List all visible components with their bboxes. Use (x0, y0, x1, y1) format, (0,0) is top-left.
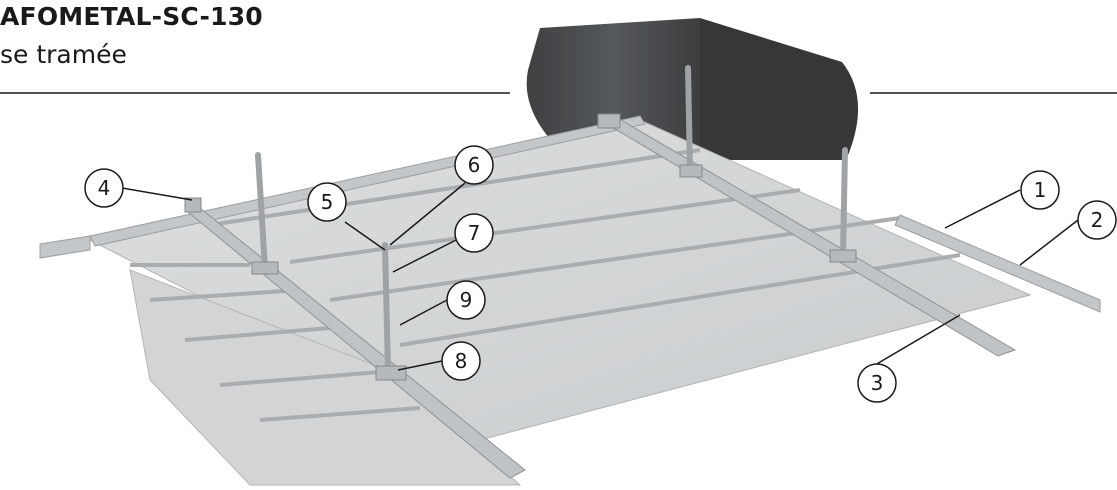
callout-label: 9 (460, 288, 473, 312)
callout-circle (454, 213, 494, 253)
concrete-wall (526, 18, 700, 160)
callout-4: 4 (84, 168, 124, 208)
callout-2: 2 (1077, 200, 1117, 240)
callout-label: 6 (468, 153, 481, 177)
callout-label: 3 (871, 371, 884, 395)
callout-label: 5 (321, 190, 334, 214)
callout-circle (441, 341, 481, 381)
callout-label: 7 (468, 221, 481, 245)
callout-3: 3 (857, 363, 897, 403)
callout-label: 1 (1034, 178, 1047, 202)
callout-1: 1 (1020, 170, 1060, 210)
callout-circle (84, 168, 124, 208)
callout-6: 6 (454, 145, 494, 185)
page-title: AFOMETAL-SC-130 (0, 2, 263, 31)
page-subtitle: se tramée (0, 40, 127, 69)
callout-label: 2 (1091, 208, 1104, 232)
callout-label: 8 (455, 349, 468, 373)
callout-8: 8 (441, 341, 481, 381)
concrete-wall-side (700, 18, 859, 160)
hangers (255, 65, 848, 375)
callout-circle (1077, 200, 1117, 240)
callout-label: 4 (98, 176, 111, 200)
callout-circle (307, 182, 347, 222)
callout-circle (1020, 170, 1060, 210)
callout-circle (857, 363, 897, 403)
callout-circle (454, 145, 494, 185)
callout-7: 7 (454, 213, 494, 253)
callout-5: 5 (307, 182, 347, 222)
callout-9: 9 (446, 280, 486, 320)
callout-circle (446, 280, 486, 320)
leader-lines (121, 182, 1079, 371)
